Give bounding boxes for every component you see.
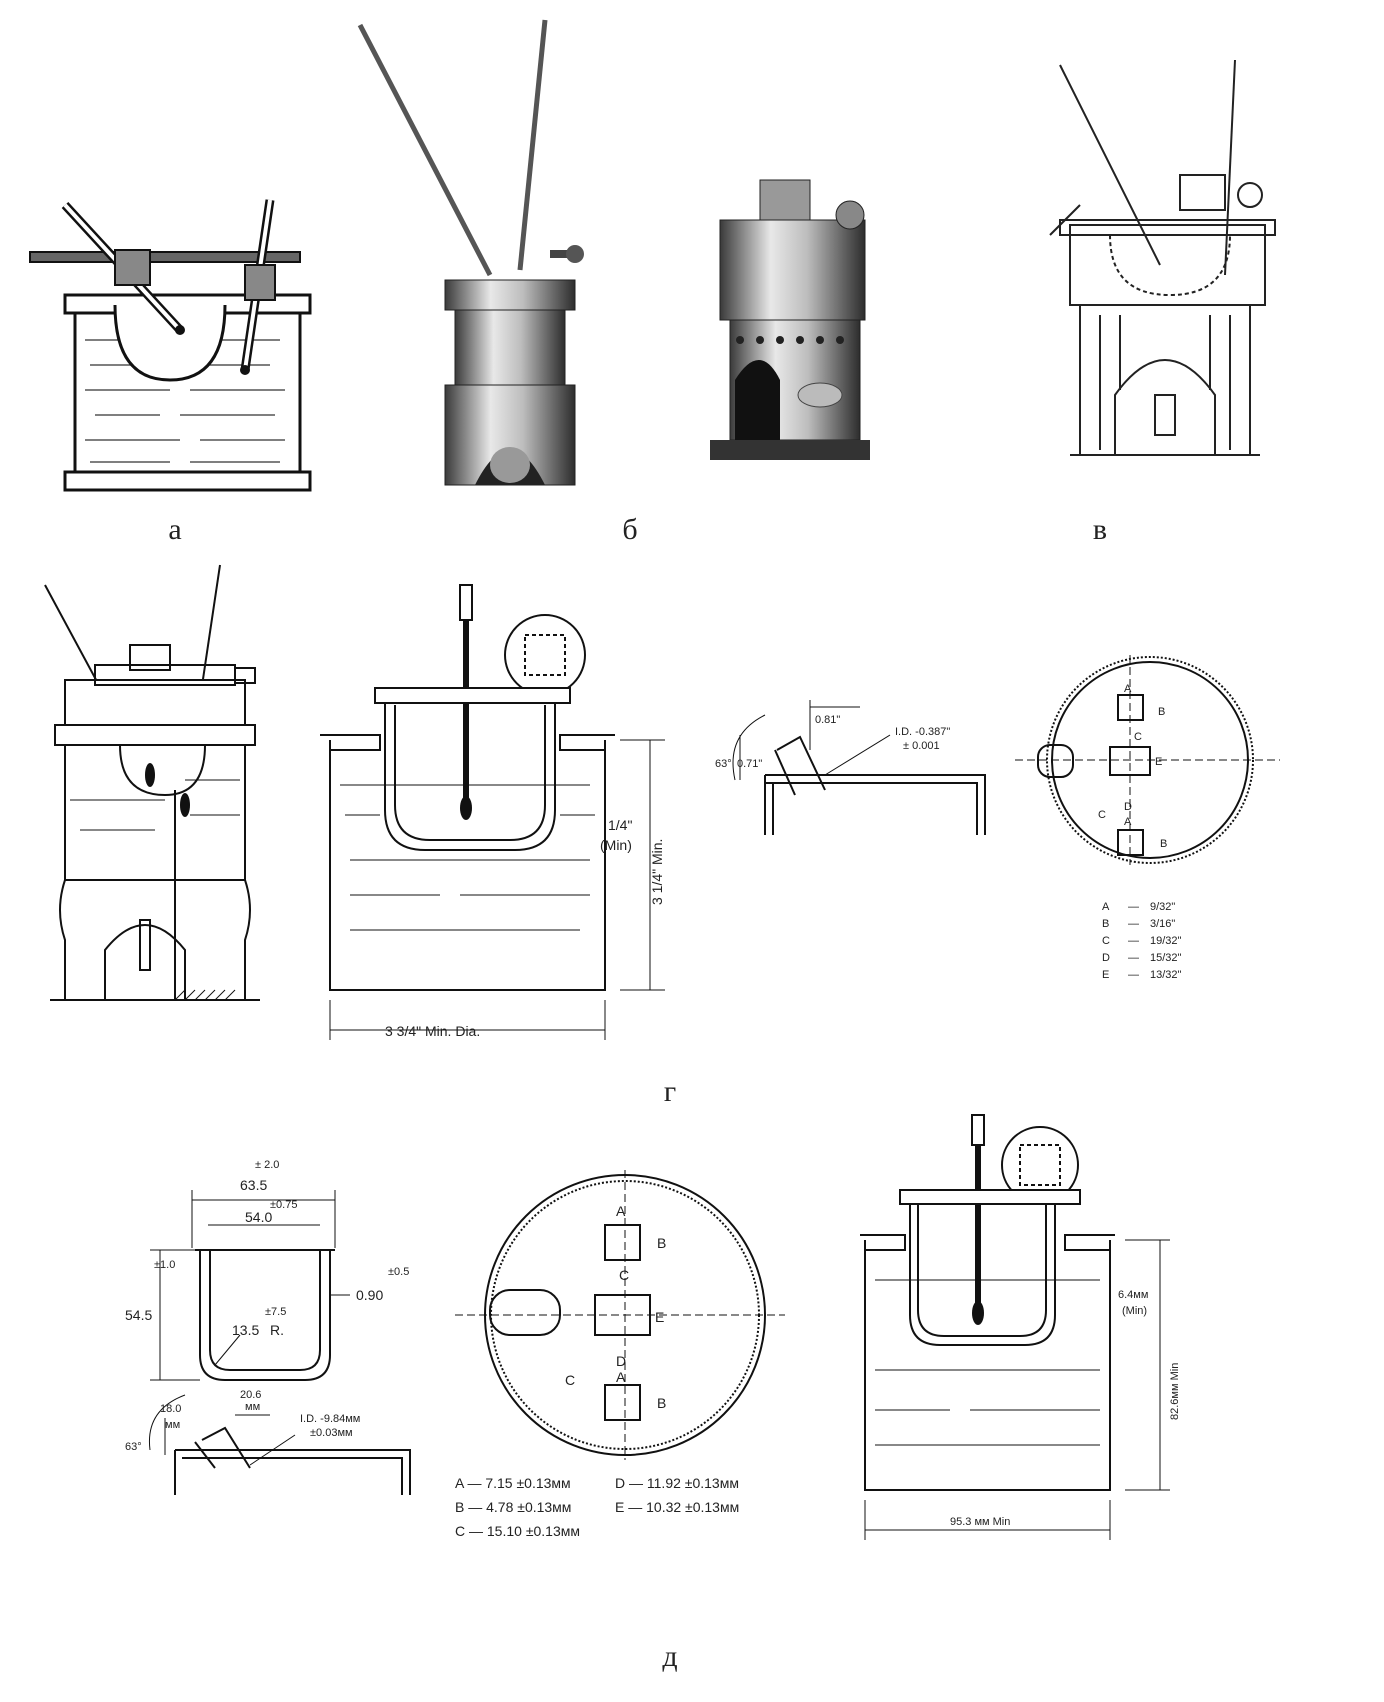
g-spout-id-tol: ± 0.001 <box>903 740 940 752</box>
g-legend-d-dash: — <box>1128 952 1139 964</box>
g-legend-e-val: 13/32" <box>1150 969 1182 981</box>
figure-a-water-bath-drawing <box>20 180 320 510</box>
d-radius-tol: ±7.5 <box>265 1306 286 1318</box>
g-legend-e-dash: — <box>1128 969 1139 981</box>
figure-b-flash-tester-photo-left <box>350 15 615 510</box>
g-spout-id: I.D. -0.387" <box>895 726 950 738</box>
d-depth-label: 6.4мм <box>1118 1289 1148 1301</box>
g-plan-letter-c2: C <box>1098 809 1106 821</box>
d-spout-height-unit: мм <box>165 1419 180 1431</box>
figure-g-lid-spout-dimensions: 63° 0.71" 0.81" I.D. -0.387" ± 0.001 <box>715 695 995 845</box>
d-legend-d: D — 11.92 ±0.13мм <box>615 1475 739 1491</box>
g-spout-height: 0.71" <box>737 758 762 770</box>
figure-g-cup-in-bath-dimensions: 1/4" (Min) 3 1/4" Min. 3 3/4" Min. Dia. <box>300 560 700 1050</box>
d-spout-id: I.D. -9.84мм <box>300 1413 360 1425</box>
d-depth-min-label: (Min) <box>1122 1305 1147 1317</box>
d-height-label: 82.6мм Min <box>1169 1363 1181 1420</box>
g-height-label: 3 1/4" Min. <box>649 839 665 905</box>
d-spout-angle: 63° <box>125 1441 142 1453</box>
d-radius: 13.5 <box>232 1322 259 1338</box>
figure-b-flash-tester-photo-right <box>700 160 885 490</box>
caption-v: в <box>1092 513 1108 546</box>
d-inner-dia: 54.0 <box>245 1209 272 1225</box>
g-legend-c-dash: — <box>1128 935 1139 947</box>
g-plan-letter-b1: B <box>1158 706 1165 718</box>
g-legend-c-key: C <box>1102 935 1110 947</box>
d-height-tol: ±1.0 <box>154 1259 175 1271</box>
g-plan-letter-d: D <box>1124 801 1132 813</box>
g-depth-label: 1/4" <box>608 817 632 833</box>
g-legend-a-val: 9/32" <box>1150 901 1175 913</box>
g-legend-a-dash: — <box>1128 901 1139 913</box>
g-plan-letter-e: E <box>1155 756 1162 768</box>
d-legend-b: B — 4.78 ±0.13мм <box>455 1499 571 1515</box>
caption-b: б <box>622 513 638 546</box>
g-legend-b-val: 3/16" <box>1150 918 1175 930</box>
g-legend-d-key: D <box>1102 952 1110 964</box>
g-plan-letter-b2: B <box>1160 838 1167 850</box>
d-inner-tol: ±0.75 <box>270 1199 297 1211</box>
d-height: 54.5 <box>125 1307 152 1323</box>
g-plan-letter-a2: A <box>1124 816 1132 828</box>
d-plan-letter-d: D <box>616 1353 626 1369</box>
d-diameter-label: 95.3 мм Min <box>950 1516 1010 1528</box>
g-depth-min-label: (Min) <box>600 837 632 853</box>
d-spout-width-unit: мм <box>245 1401 260 1413</box>
g-legend-b-dash: — <box>1128 918 1139 930</box>
d-outer-dia: 63.5 <box>240 1177 267 1193</box>
g-plan-letter-c1: C <box>1134 731 1142 743</box>
g-diameter-label: 3 3/4" Min. Dia. <box>385 1023 480 1039</box>
figure-d-cup-in-bath-dimensions: 6.4мм (Min) 82.6мм Min 95.3 мм Min <box>860 1100 1240 1600</box>
d-legend-c: C — 15.10 ±0.13мм <box>455 1523 580 1539</box>
g-legend-d-val: 15/32" <box>1150 952 1182 964</box>
d-legend-e: E — 10.32 ±0.13мм <box>615 1499 739 1515</box>
d-plan-letter-e: E <box>655 1309 664 1325</box>
caption-g: г <box>663 1075 677 1108</box>
caption-a: а <box>168 513 182 546</box>
d-outer-tol: ± 2.0 <box>255 1159 279 1171</box>
d-plan-letter-b2: B <box>657 1395 666 1411</box>
caption-d: д <box>662 1640 678 1673</box>
g-legend-b-key: B <box>1102 918 1109 930</box>
d-spout-height: 18.0 <box>160 1403 181 1415</box>
d-legend-a: A — 7.15 ±0.13мм <box>455 1475 571 1491</box>
g-spout-angle: 63° <box>715 758 732 770</box>
d-spout-id-tol: ±0.03мм <box>310 1427 353 1439</box>
figure-g-apparatus-section <box>35 560 270 1020</box>
figure-g-lid-plan: A B C D E C A B A — 9/32" B — 3/16" C — … <box>1010 655 1280 1065</box>
d-radius-unit: R. <box>270 1322 284 1338</box>
g-legend-a-key: A <box>1102 901 1110 913</box>
d-plan-letter-c1: C <box>619 1267 629 1283</box>
d-wall: 0.90 <box>356 1287 383 1303</box>
d-spout-width: 20.6 <box>240 1389 261 1401</box>
figure-d-lid-plan: A B C E C D A B A — 7.15 ±0.13мм B — 4.7… <box>455 1170 785 1610</box>
figure-d-cup-lid-dimensions: ± 2.0 63.5 ±0.75 54.0 ±1.0 54.5 13.5 ±7.… <box>120 1150 440 1550</box>
g-spout-width: 0.81" <box>815 714 840 726</box>
g-plan-letter-a1: A <box>1124 683 1132 695</box>
d-plan-letter-a2: A <box>616 1369 626 1385</box>
figure-v-flash-tester-sketch <box>1040 55 1280 500</box>
d-wall-tol: ±0.5 <box>388 1266 409 1278</box>
g-legend-e-key: E <box>1102 969 1109 981</box>
d-plan-letter-b1: B <box>657 1235 666 1251</box>
d-plan-letter-c2: C <box>565 1372 575 1388</box>
d-plan-letter-a1: A <box>616 1203 626 1219</box>
g-legend-c-val: 19/32" <box>1150 935 1182 947</box>
g-plan-legend: A — 9/32" B — 3/16" C — 19/32" D — 15/32… <box>1102 901 1182 981</box>
